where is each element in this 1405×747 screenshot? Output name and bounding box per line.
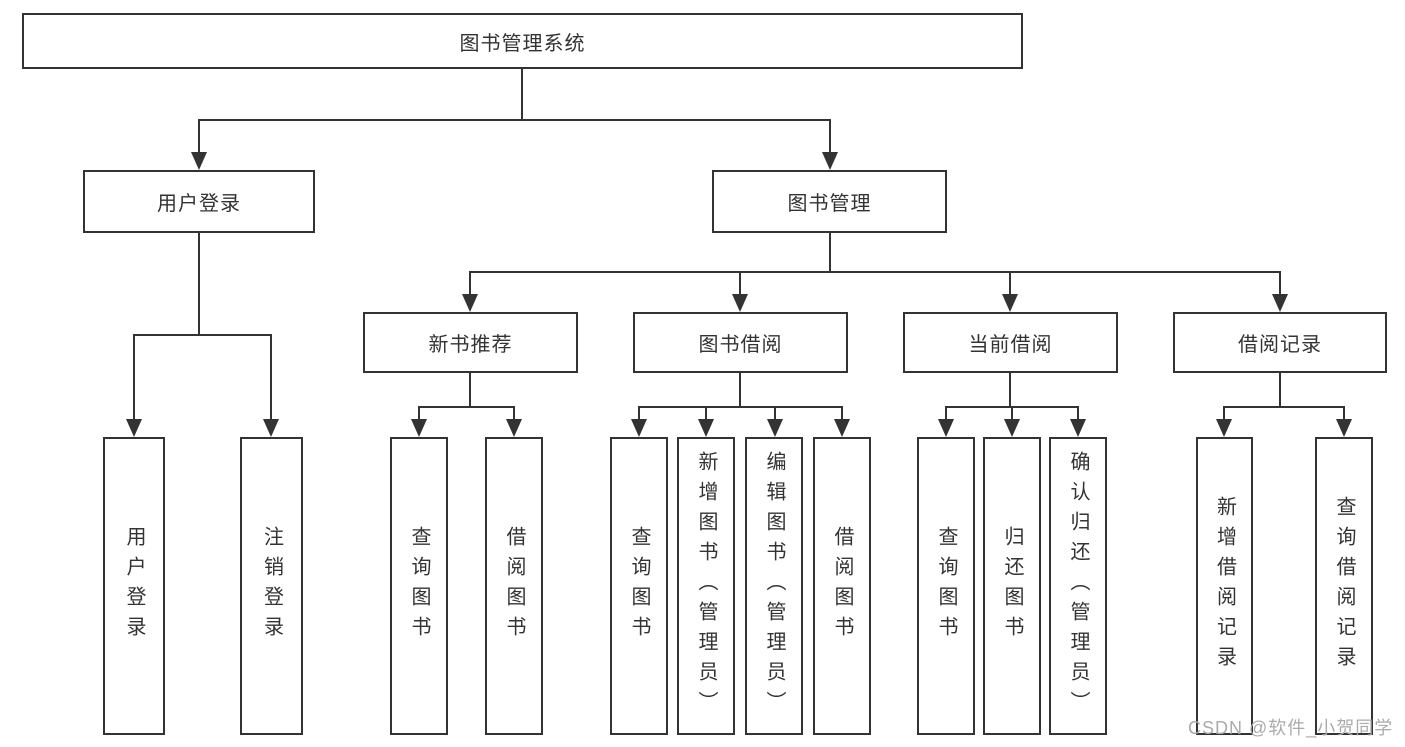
leaf-bb-edit-books-label: 编辑图书（管理员） [763,451,785,721]
arrowhead-cb-confirm [1070,419,1086,437]
connector-borrow-records-stem [1279,373,1281,408]
node-current-borrow: 当前借阅 [903,312,1118,373]
leaf-bb-query-books-label: 查询图书 [628,526,650,646]
leaf-bb-borrow-books: 借阅图书 [813,437,871,735]
leaf-user-login-label: 用户登录 [123,526,145,646]
leaf-user-login: 用户登录 [103,437,165,735]
leaf-nb-borrow-books: 借阅图书 [485,437,543,735]
connector-drop-user-login [198,119,200,153]
arrowhead-new-books [462,294,478,312]
connector-drop-login-leaf [133,334,135,420]
leaf-nb-query-books-label: 查询图书 [408,526,430,646]
connector-drop-bb-query [638,406,640,421]
arrowhead-bb-add [698,419,714,437]
leaf-cb-return-books: 归还图书 [983,437,1041,735]
connector-drop-nb-borrow [513,406,515,421]
connector-drop-new-books [469,271,471,296]
arrowhead-login-leaf [126,419,142,437]
node-borrow-records-label: 借阅记录 [1238,334,1322,356]
arrowhead-current-borrow [1002,294,1018,312]
arrowhead-book-borrow [732,294,748,312]
connector-borrow-records-rail [1223,406,1345,408]
node-borrow-records: 借阅记录 [1173,312,1387,373]
node-new-books: 新书推荐 [363,312,578,373]
arrowhead-bb-borrow [834,419,850,437]
leaf-cb-query-books-label: 查询图书 [935,526,957,646]
arrowhead-logout-leaf [263,419,279,437]
leaf-logout: 注销登录 [240,437,303,735]
leaf-cb-confirm-return-label: 确认归还（管理员） [1067,451,1089,721]
connector-drop-borrow-records [1279,271,1281,296]
arrowhead-cb-query [938,419,954,437]
leaf-bb-borrow-books-label: 借阅图书 [831,526,853,646]
arrowhead-user-login [191,152,207,170]
node-book-borrow: 图书借阅 [633,312,848,373]
leaf-bb-query-books: 查询图书 [610,437,668,735]
connector-drop-current-borrow [1009,271,1011,296]
node-user-login: 用户登录 [83,170,315,233]
connector-drop-book-mgmt [829,119,831,153]
connector-drop-cb-query [945,406,947,421]
connector-drop-bb-add [705,406,707,421]
leaf-cb-return-books-label: 归还图书 [1001,526,1023,646]
connector-current-borrow-stem [1009,373,1011,408]
connector-drop-cb-confirm [1077,406,1079,421]
arrowhead-br-query [1336,419,1352,437]
node-book-borrow-label: 图书借阅 [698,334,783,356]
arrowhead-book-mgmt [822,152,838,170]
leaf-nb-borrow-books-label: 借阅图书 [503,526,525,646]
connector-book-borrow-stem [739,373,741,408]
arrowhead-cb-return [1004,419,1020,437]
csdn-watermark: CSDN @软件_小贺同学 [1188,718,1394,738]
connector-new-books-rail [418,406,515,408]
connector-book-borrow-rail [638,406,843,408]
leaf-br-add-record-label: 新增借阅记录 [1213,496,1236,676]
connector-book-mgmt-rail [469,271,1281,273]
connector-drop-br-query [1343,406,1345,421]
connector-user-login-rail [133,334,272,336]
node-root: 图书管理系统 [22,13,1023,69]
leaf-br-add-record: 新增借阅记录 [1196,437,1253,735]
connector-drop-book-borrow [739,271,741,296]
leaf-br-query-record: 查询借阅记录 [1315,437,1373,735]
node-current-borrow-label: 当前借阅 [968,334,1053,356]
connector-drop-bb-borrow [841,406,843,421]
arrowhead-br-add [1216,419,1232,437]
node-user-login-label: 用户登录 [157,193,241,215]
connector-drop-nb-query [418,406,420,421]
node-book-mgmt-label: 图书管理 [787,193,872,215]
arrowhead-bb-edit [767,419,783,437]
connector-drop-cb-return [1011,406,1013,421]
connector-root-stem [521,69,523,120]
arrowhead-bb-query [631,419,647,437]
node-new-books-label: 新书推荐 [428,334,513,356]
connector-root-rail [198,119,831,121]
leaf-cb-query-books: 查询图书 [917,437,975,735]
node-root-label: 图书管理系统 [459,32,586,55]
connector-new-books-stem [469,373,471,408]
connector-book-mgmt-stem [829,233,831,273]
leaf-logout-label: 注销登录 [260,526,283,646]
arrowhead-nb-borrow [506,419,522,437]
leaf-bb-add-books-label: 新增图书（管理员） [695,451,717,721]
leaf-br-query-record-label: 查询借阅记录 [1333,496,1355,676]
connector-drop-br-add [1223,406,1225,421]
arrowhead-nb-query [411,419,427,437]
leaf-bb-add-books: 新增图书（管理员） [677,437,735,735]
connector-user-login-stem [198,233,200,336]
connector-drop-logout-leaf [270,334,272,420]
connector-drop-bb-edit [774,406,776,421]
leaf-bb-edit-books: 编辑图书（管理员） [745,437,803,735]
leaf-nb-query-books: 查询图书 [390,437,448,735]
leaf-cb-confirm-return: 确认归还（管理员） [1049,437,1107,735]
arrowhead-borrow-records [1272,294,1288,312]
node-book-mgmt: 图书管理 [712,170,947,233]
